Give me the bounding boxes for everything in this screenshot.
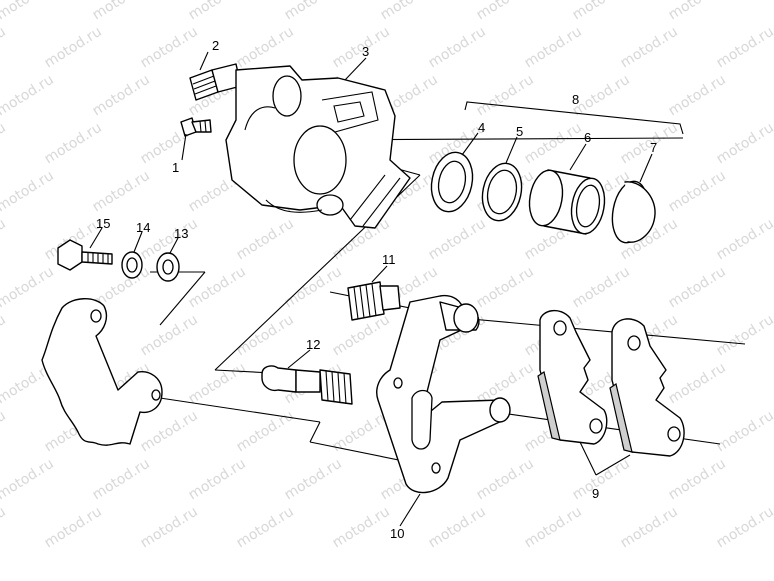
callout-15: 15 — [96, 216, 110, 231]
watermark-text: motod.ru — [714, 312, 774, 360]
watermark-text: motod.ru — [138, 312, 201, 360]
watermark-text: motod.ru — [282, 0, 345, 23]
callout-14: 14 — [136, 220, 150, 235]
watermark-text: motod.ru — [522, 120, 585, 168]
watermark-text: motod.ru — [186, 456, 249, 504]
watermark-text: motod.ru — [0, 168, 57, 216]
watermark-text: motod.ru — [378, 0, 441, 23]
watermark-text: motod.ru — [90, 168, 153, 216]
watermark-text: motod.ru — [666, 360, 729, 408]
watermark-text: motod.ru — [522, 24, 585, 72]
watermark-text: motod.ru — [138, 408, 201, 456]
bolt-part — [57, 239, 113, 271]
callout-5: 5 — [516, 124, 523, 139]
watermark-text: motod.ru — [666, 0, 729, 23]
watermark-text: motod.ru — [666, 168, 729, 216]
caliper-body-part — [225, 65, 411, 229]
callout-11: 11 — [382, 252, 396, 267]
watermark-text: motod.ru — [42, 24, 105, 72]
watermark-text: motod.ru — [570, 264, 633, 312]
watermark-text: motod.ru — [474, 72, 537, 120]
watermark-text: motod.ru — [714, 504, 774, 552]
watermark-text: motod.ru — [474, 0, 537, 23]
watermark-text: motod.ru — [42, 120, 105, 168]
callout-10: 10 — [390, 526, 404, 541]
watermark-text: motod.ru — [0, 264, 57, 312]
piston-part — [528, 169, 606, 235]
lock-washer-part — [121, 251, 143, 279]
watermark-text: motod.ru — [0, 408, 9, 456]
callout-9: 9 — [592, 486, 599, 501]
watermark-text: motod.ru — [426, 504, 489, 552]
watermark-text: motod.ru — [90, 72, 153, 120]
fitting-part — [180, 117, 212, 137]
watermark-text: motod.ru — [0, 216, 9, 264]
callout-1: 1 — [172, 160, 179, 175]
watermark-text: motod.ru — [138, 504, 201, 552]
watermark-text: motod.ru — [0, 72, 57, 120]
watermark-text: motod.ru — [0, 24, 9, 72]
callout-8: 8 — [572, 92, 579, 107]
brake-pad-outer-part — [609, 318, 685, 457]
watermark-text: motod.ru — [618, 504, 681, 552]
mounting-bracket-part — [41, 298, 163, 446]
watermark-text: motod.ru — [714, 120, 774, 168]
callout-3: 3 — [362, 44, 369, 59]
watermark-text: motod.ru — [666, 72, 729, 120]
watermark-text: motod.ru — [0, 0, 57, 23]
watermark-text: motod.ru — [282, 264, 345, 312]
watermark-text: motod.ru — [570, 0, 633, 23]
watermark-text: motod.ru — [714, 216, 774, 264]
watermark-text: motod.ru — [0, 120, 9, 168]
watermark-text: motod.ru — [234, 312, 297, 360]
watermark-text: motod.ru — [0, 456, 57, 504]
callout-13: 13 — [174, 226, 188, 241]
brake-pad-inner-part — [537, 310, 608, 445]
watermark-text: motod.ru — [330, 504, 393, 552]
callout-12: 12 — [306, 337, 320, 352]
watermark-text: motod.ru — [90, 0, 153, 23]
watermark-text: motod.ru — [234, 24, 297, 72]
callout-7: 7 — [650, 140, 657, 155]
watermark-text: motod.ru — [186, 264, 249, 312]
watermark-text: motod.ru — [138, 24, 201, 72]
watermark-text: motod.ru — [426, 216, 489, 264]
watermark-text: motod.ru — [714, 24, 774, 72]
watermark-text: motod.ru — [666, 456, 729, 504]
watermark-text: motod.ru — [234, 504, 297, 552]
leader-lines — [89, 51, 653, 527]
callout-4: 4 — [478, 120, 485, 135]
watermark-text: motod.ru — [570, 456, 633, 504]
watermark-text: motod.ru — [186, 0, 249, 23]
seal-ring-part — [430, 151, 474, 213]
group-bracket-8 — [464, 101, 684, 135]
watermark-text: motod.ru — [234, 216, 297, 264]
support-bracket-part — [376, 294, 511, 494]
watermark-text: motod.ru — [618, 24, 681, 72]
watermark-text: motod.ru — [186, 360, 249, 408]
callout-labels: 2 1 3 4 5 6 7 8 9 10 11 12 13 14 15 — [96, 38, 657, 541]
bleed-screw-part — [189, 63, 242, 101]
guide-pin-lower-part — [261, 365, 353, 405]
watermark-text: motod.ru — [666, 264, 729, 312]
callout-6: 6 — [584, 130, 591, 145]
watermark-text: motod.ru — [0, 312, 9, 360]
watermark-text: motod.ru — [522, 504, 585, 552]
callout-2: 2 — [212, 38, 219, 53]
dust-seal-part — [481, 162, 523, 222]
watermark-text: motod.ru — [0, 504, 9, 552]
watermark-text: motod.ru — [42, 504, 105, 552]
watermark-text: motod.ru — [714, 408, 774, 456]
guide-pin-upper-part — [347, 281, 401, 321]
watermark-text: motod.ru — [90, 456, 153, 504]
piston-cap-part — [611, 180, 656, 244]
watermark-text: motod.ru — [234, 408, 297, 456]
watermark-text: motod.ru — [282, 456, 345, 504]
watermark-text: motod.ru — [474, 456, 537, 504]
flat-washer-part — [156, 252, 180, 282]
watermark-text: motod.ru — [426, 24, 489, 72]
watermark-text: motod.ru — [474, 264, 537, 312]
